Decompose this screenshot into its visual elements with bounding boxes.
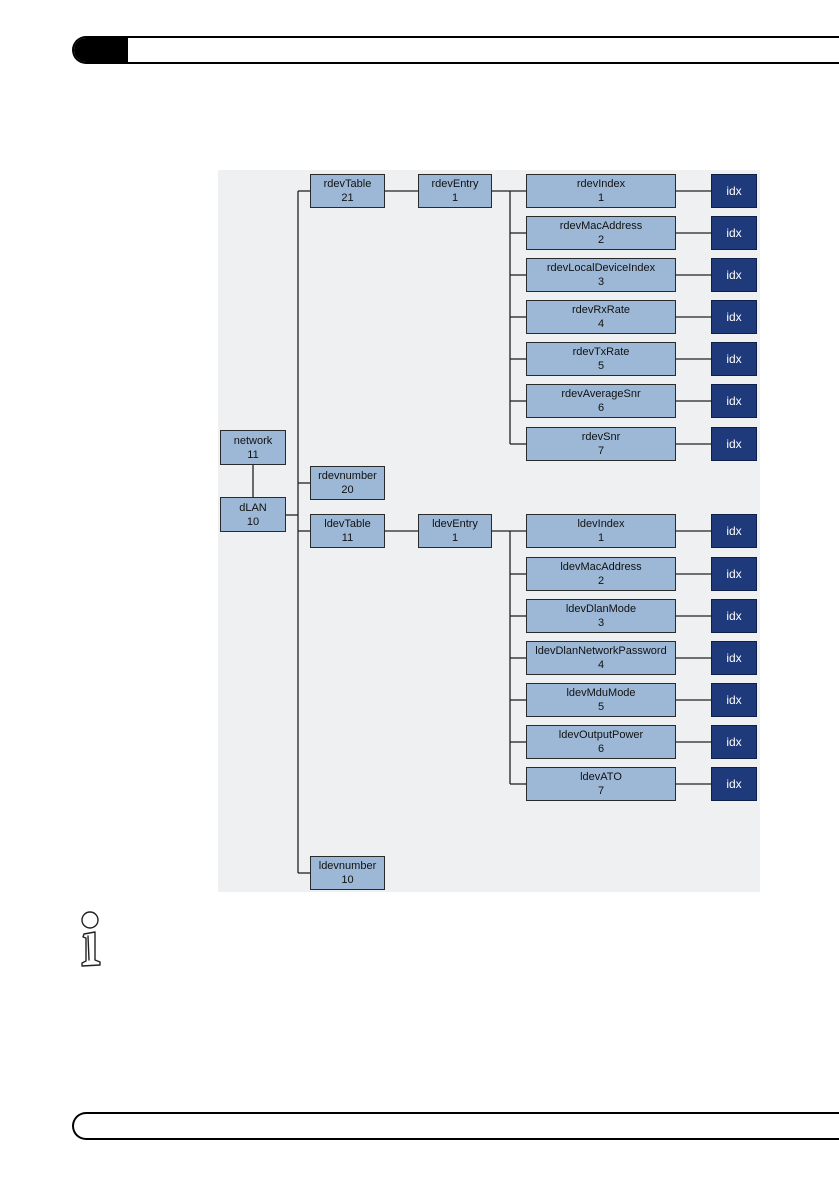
- leaf-num: 6: [597, 743, 605, 755]
- node-rdevnumber: rdevnumber 20: [310, 466, 385, 500]
- leaf-ldev: ldevATO 7: [526, 767, 676, 801]
- idx-box: idx: [711, 725, 757, 759]
- idx-box: idx: [711, 557, 757, 591]
- leaf-num: 3: [597, 617, 605, 629]
- header-tab: [74, 38, 128, 62]
- leaf-ldev: ldevMduMode 5: [526, 683, 676, 717]
- leaf-rdev: rdevSnr 7: [526, 427, 676, 461]
- node-ldevtable: ldevTable 11: [310, 514, 385, 548]
- idx-box: idx: [711, 174, 757, 208]
- idx-box: idx: [711, 216, 757, 250]
- leaf-name: ldevIndex: [577, 518, 625, 530]
- leaf-rdev: rdevTxRate 5: [526, 342, 676, 376]
- leaf-name: ldevMacAddress: [560, 561, 642, 573]
- footer-bar: [72, 1112, 839, 1140]
- node-rdeventry: rdevEntry 1: [418, 174, 492, 208]
- leaf-rdev: rdevLocalDeviceIndex 3: [526, 258, 676, 292]
- node-rdeventry-num: 1: [451, 192, 459, 204]
- node-rdevtable-num: 21: [341, 192, 354, 204]
- idx-box: idx: [711, 767, 757, 801]
- leaf-ldev: ldevDlanMode 3: [526, 599, 676, 633]
- leaf-ldev: ldevMacAddress 2: [526, 557, 676, 591]
- node-rdevnumber-num: 20: [341, 484, 354, 496]
- idx-box: idx: [711, 300, 757, 334]
- node-ldevnumber-num: 10: [341, 874, 354, 886]
- node-ldevnumber: ldevnumber 10: [310, 856, 385, 890]
- leaf-name: rdevLocalDeviceIndex: [546, 262, 656, 274]
- leaf-num: 5: [597, 701, 605, 713]
- leaf-ldev: ldevIndex 1: [526, 514, 676, 548]
- leaf-num: 2: [597, 575, 605, 587]
- idx-box: idx: [711, 258, 757, 292]
- leaf-num: 4: [597, 659, 605, 671]
- node-dlan-num: 10: [246, 515, 260, 528]
- node-rdevtable: rdevTable 21: [310, 174, 385, 208]
- node-network-name: network: [233, 434, 273, 447]
- leaf-num: 4: [597, 318, 605, 330]
- leaf-num: 1: [597, 532, 605, 544]
- leaf-num: 2: [597, 234, 605, 246]
- leaf-ldev: ldevDlanNetworkPassword 4: [526, 641, 676, 675]
- node-ldeventry-name: ldevEntry: [432, 518, 478, 530]
- node-dlan-name: dLAN: [239, 501, 267, 514]
- leaf-name: ldevMduMode: [566, 687, 636, 699]
- leaf-num: 5: [597, 360, 605, 372]
- leaf-name: ldevOutputPower: [558, 729, 644, 741]
- leaf-num: 6: [597, 402, 605, 414]
- idx-box: idx: [711, 683, 757, 717]
- node-ldeventry-num: 1: [451, 532, 459, 544]
- leaf-num: 3: [597, 276, 605, 288]
- header-bar: [72, 36, 839, 64]
- leaf-name: rdevRxRate: [571, 304, 631, 316]
- leaf-num: 1: [597, 192, 605, 204]
- leaf-rdev: rdevRxRate 4: [526, 300, 676, 334]
- leaf-name: rdevMacAddress: [559, 220, 643, 232]
- leaf-name: ldevDlanMode: [565, 603, 637, 615]
- node-rdevnumber-name: rdevnumber: [318, 470, 377, 482]
- idx-box: idx: [711, 514, 757, 548]
- idx-box: idx: [711, 599, 757, 633]
- leaf-name: ldevATO: [580, 771, 622, 783]
- node-network-num: 11: [247, 448, 259, 461]
- node-ldevtable-num: 11: [341, 532, 354, 544]
- leaf-rdev: rdevMacAddress 2: [526, 216, 676, 250]
- idx-box: idx: [711, 427, 757, 461]
- info-icon: [81, 911, 101, 967]
- node-rdeventry-name: rdevEntry: [431, 178, 479, 190]
- node-ldeventry: ldevEntry 1: [418, 514, 492, 548]
- leaf-name: rdevSnr: [581, 431, 621, 443]
- leaf-rdev: rdevIndex 1: [526, 174, 676, 208]
- leaf-name: rdevAverageSnr: [561, 388, 641, 400]
- leaf-rdev: rdevAverageSnr 6: [526, 384, 676, 418]
- leaf-name: rdevTxRate: [572, 346, 630, 358]
- leaf-name: rdevIndex: [576, 178, 626, 190]
- leaf-name: ldevDlanNetworkPassword: [535, 645, 667, 657]
- node-ldevnumber-name: ldevnumber: [318, 860, 377, 872]
- leaf-ldev: ldevOutputPower 6: [526, 725, 676, 759]
- idx-box: idx: [711, 342, 757, 376]
- node-dlan: dLAN 10: [220, 497, 286, 532]
- leaf-num: 7: [597, 445, 605, 457]
- idx-box: idx: [711, 384, 757, 418]
- leaf-num: 7: [597, 785, 605, 797]
- node-rdevtable-name: rdevTable: [323, 178, 372, 190]
- node-ldevtable-name: ldevTable: [324, 518, 371, 530]
- idx-box: idx: [711, 641, 757, 675]
- node-network: network 11: [220, 430, 286, 465]
